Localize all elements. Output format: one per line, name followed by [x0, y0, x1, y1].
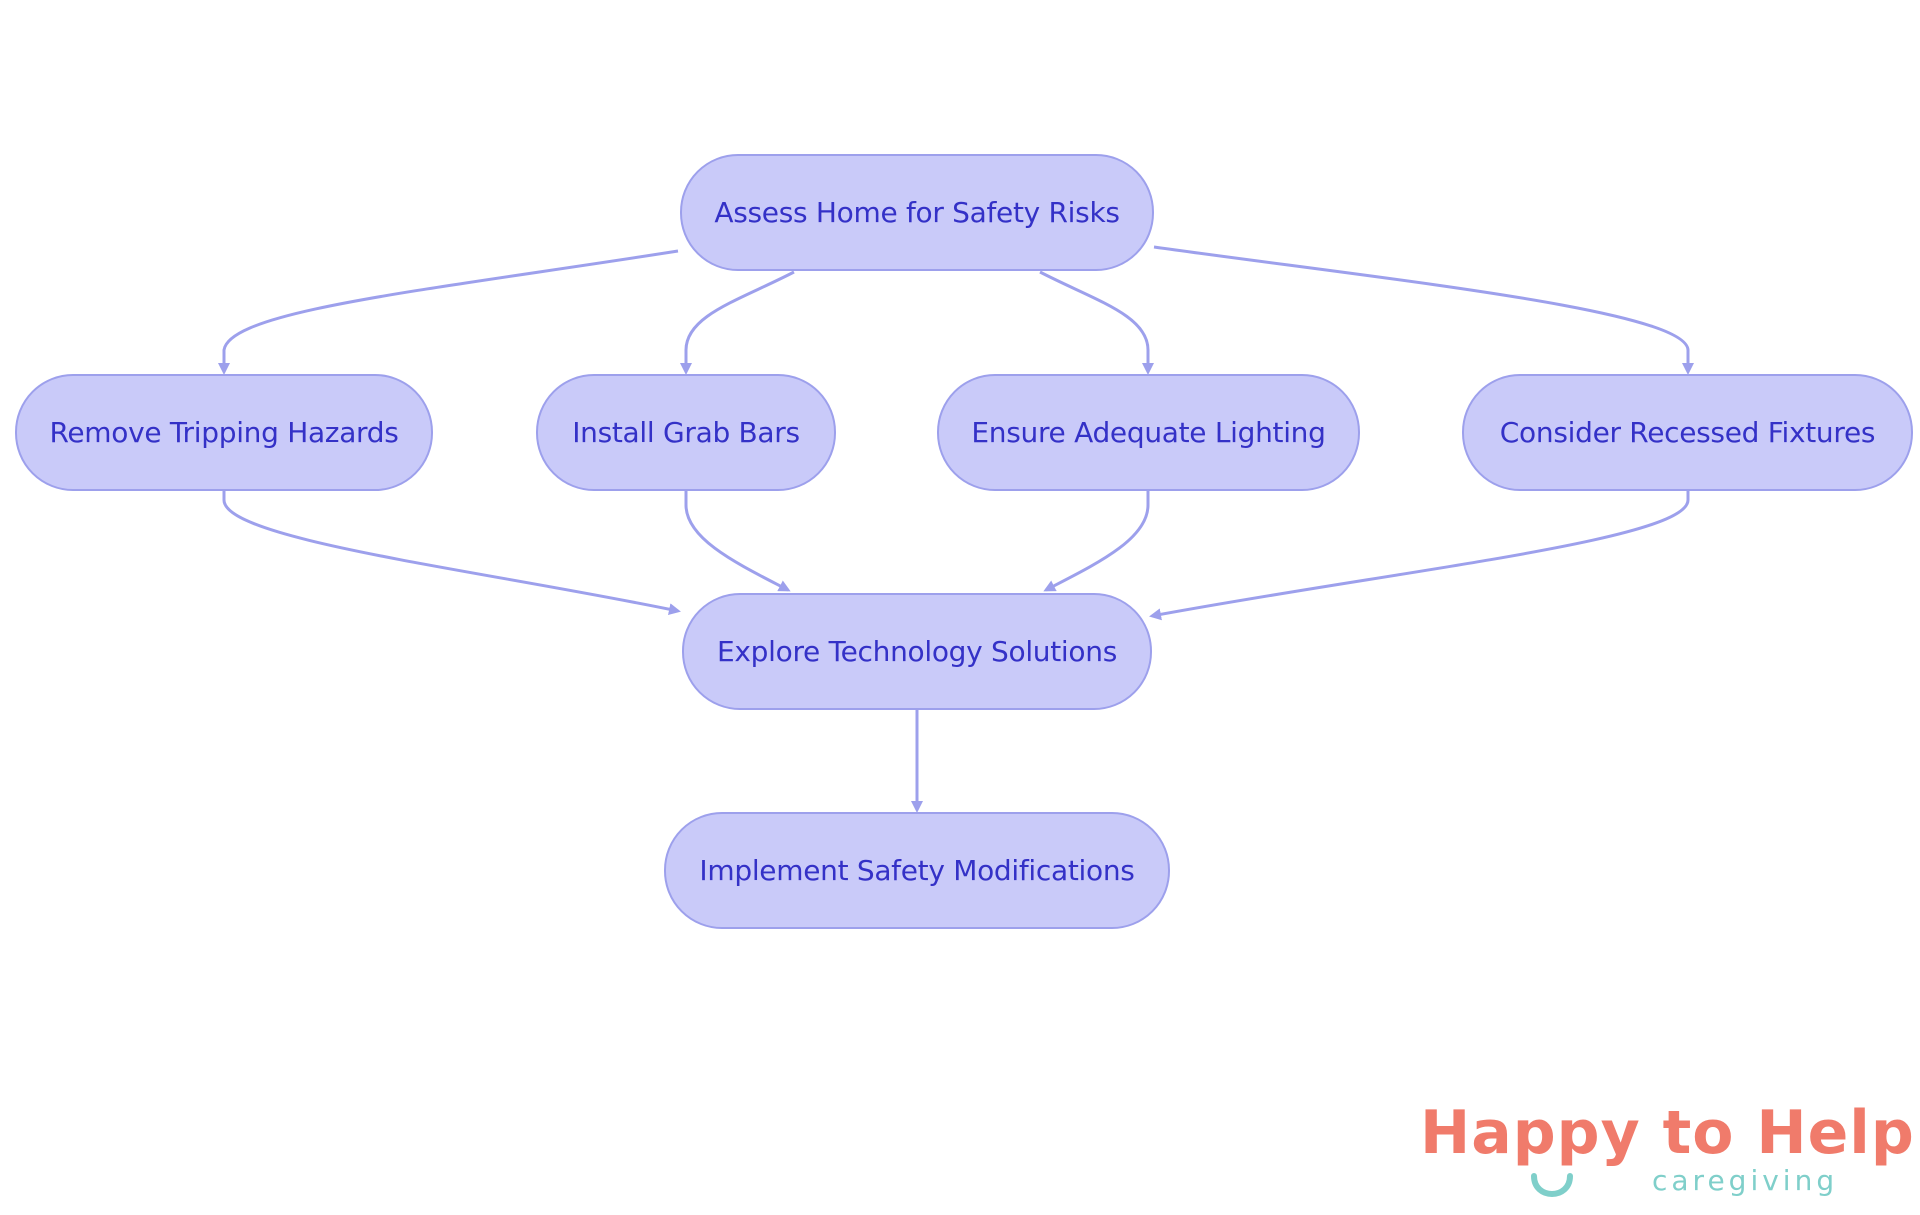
node-ensure-adequate-lighting: Ensure Adequate Lighting [937, 374, 1360, 491]
edge-recessed-to-explore [1149, 491, 1690, 621]
edge-assess-to-lighting [1039, 270, 1154, 375]
node-label: Remove Tripping Hazards [49, 416, 399, 449]
logo-sub-text: caregiving [1652, 1164, 1839, 1197]
node-label: Assess Home for Safety Risks [714, 196, 1120, 229]
node-remove-tripping-hazards: Remove Tripping Hazards [15, 374, 433, 491]
node-install-grab-bars: Install Grab Bars [536, 374, 836, 491]
edge-assess-to-remove [218, 249, 679, 375]
node-implement-safety: Implement Safety Modifications [664, 812, 1170, 929]
node-explore-technology: Explore Technology Solutions [682, 593, 1152, 710]
node-label: Explore Technology Solutions [717, 635, 1117, 668]
node-label: Install Grab Bars [572, 416, 800, 449]
node-consider-recessed-fixtures: Consider Recessed Fixtures [1462, 374, 1913, 491]
edge-assess-to-grab [680, 270, 795, 375]
edge-remove-to-explore [222, 491, 681, 616]
edge-lighting-to-explore [1043, 491, 1150, 592]
brand-logo: Happy to Help caregiving [1420, 1098, 1914, 1210]
smile-icon [1531, 1173, 1573, 1197]
logo-main-text: Happy to Help [1420, 1098, 1915, 1168]
node-assess-home: Assess Home for Safety Risks [680, 154, 1154, 271]
node-label: Consider Recessed Fixtures [1499, 416, 1876, 449]
node-label: Implement Safety Modifications [699, 854, 1135, 887]
node-label: Ensure Adequate Lighting [971, 416, 1326, 449]
edge-grab-to-explore [684, 491, 791, 592]
edge-assess-to-recessed [1153, 245, 1694, 375]
